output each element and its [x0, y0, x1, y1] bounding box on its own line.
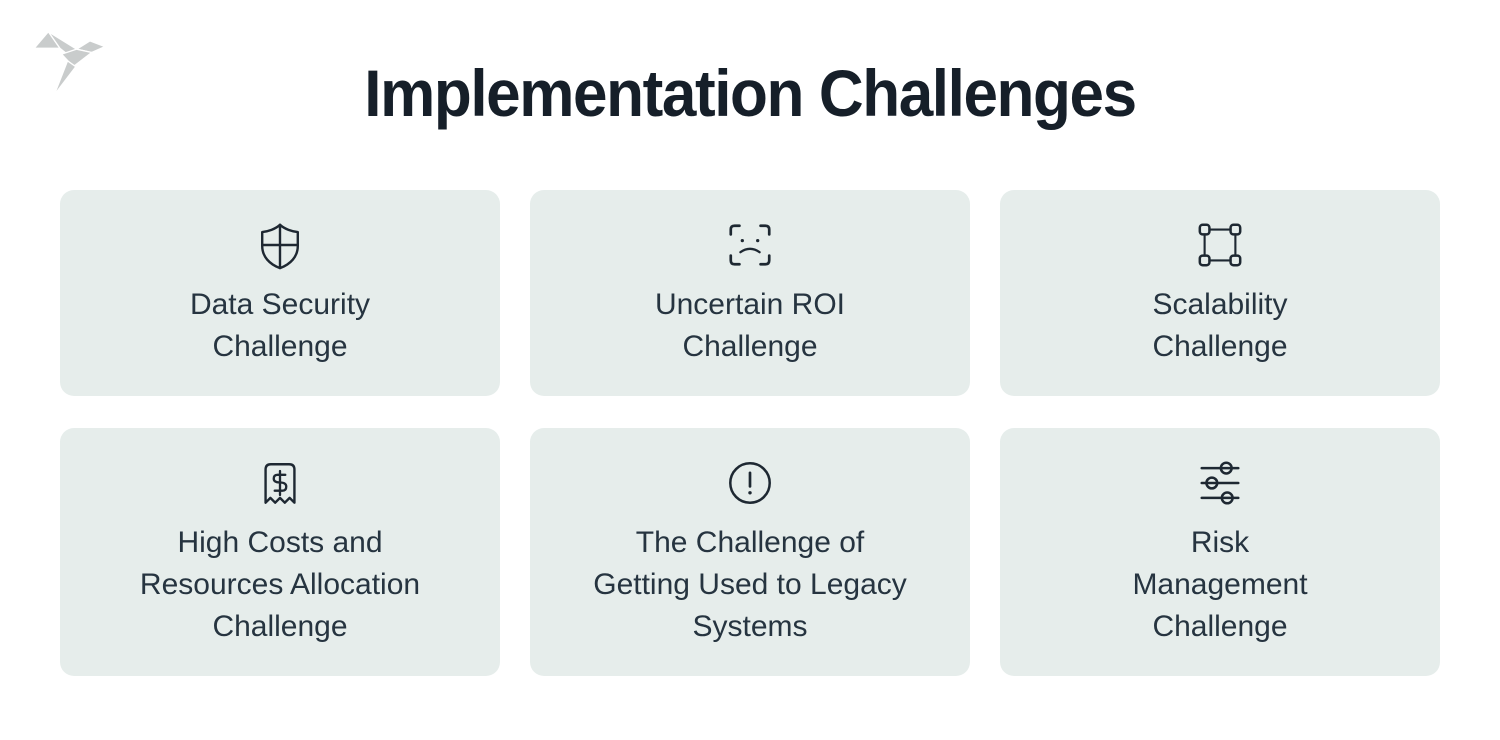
origami-bird-logo-icon	[33, 31, 106, 96]
card-label: Data Security Challenge	[189, 287, 371, 363]
card-label: The Challenge of Getting Used to Legacy …	[593, 525, 907, 643]
card-label: Scalability Challenge	[1152, 287, 1288, 363]
card-scalability: Scalability Challenge	[1000, 190, 1440, 396]
card-high-costs: High Costs and Resources Allocation Chal…	[60, 428, 500, 676]
card-legacy-systems: The Challenge of Getting Used to Legacy …	[530, 428, 970, 676]
page-title: Implementation Challenges	[364, 56, 1137, 130]
card-label: High Costs and Resources Allocation Chal…	[139, 525, 421, 643]
selection-handles-icon	[1194, 219, 1246, 271]
alert-circle-icon	[724, 457, 776, 509]
card-data-security: Data Security Challenge	[60, 190, 500, 396]
challenge-cards-grid: Data Security Challenge Uncertain ROI Ch…	[60, 190, 1440, 676]
card-label: Risk Management Challenge	[1132, 525, 1308, 643]
card-label: Uncertain ROI Challenge	[654, 287, 846, 363]
sliders-icon	[1194, 457, 1246, 509]
face-scan-frown-icon	[724, 219, 776, 271]
card-risk-management: Risk Management Challenge	[1000, 428, 1440, 676]
receipt-dollar-icon	[254, 457, 306, 509]
shield-cross-icon	[254, 219, 306, 271]
card-uncertain-roi: Uncertain ROI Challenge	[530, 190, 970, 396]
